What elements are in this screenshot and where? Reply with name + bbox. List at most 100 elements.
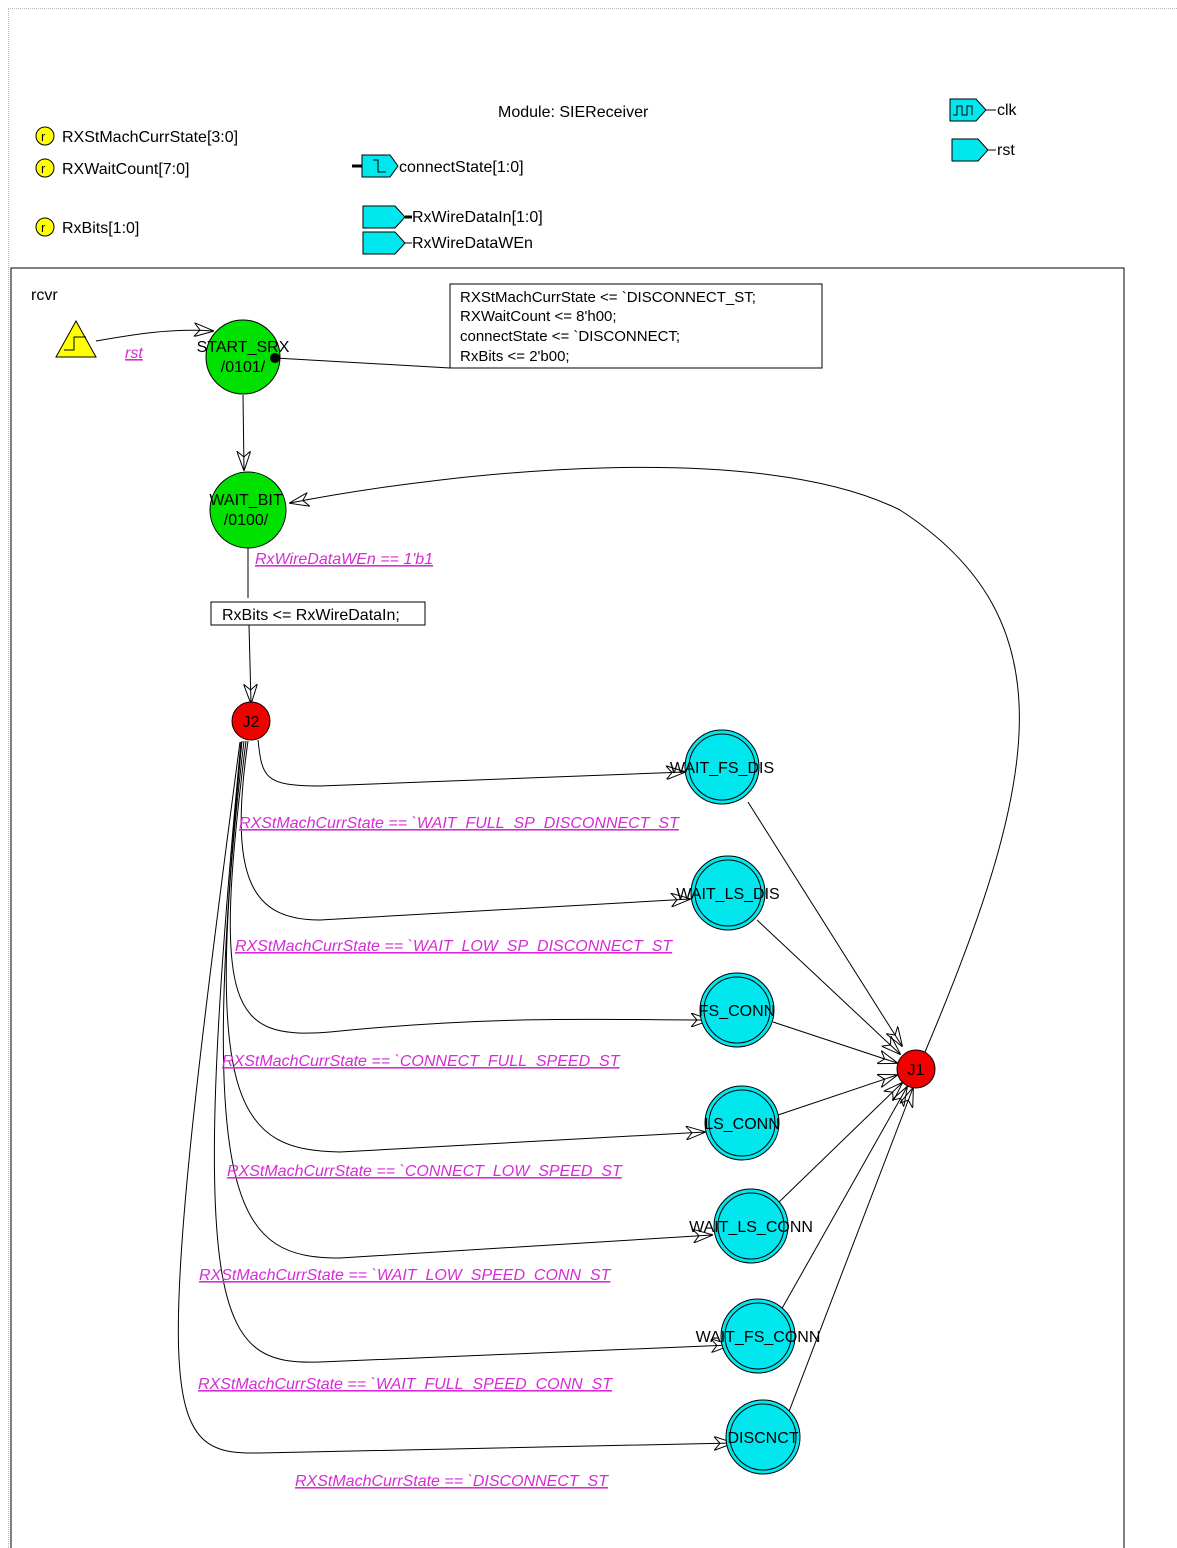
reset-trigger-icon xyxy=(55,319,97,358)
state-node-ring xyxy=(688,733,756,801)
state-node-ring xyxy=(717,1192,785,1260)
register-badge-label: r xyxy=(41,161,46,176)
port-label: connectState[1:0] xyxy=(399,159,524,176)
transition-condition: RXStMachCurrState == `DISCONNECT_ST xyxy=(295,1473,609,1490)
module-title: Module: SIEReceiver xyxy=(498,104,649,121)
register-2[interactable]: r RxBits[1:0] xyxy=(35,217,139,237)
state-node xyxy=(699,972,775,1048)
junction-j2[interactable]: J2 xyxy=(231,701,271,741)
port-label: clk xyxy=(997,102,1018,119)
edge-action-to-j2 xyxy=(249,624,251,703)
input-port-rxwiredatain[interactable]: RxWireDataIn[1:0] xyxy=(362,205,543,229)
junction-j1[interactable]: J1 xyxy=(896,1049,936,1089)
state-node-ring xyxy=(724,1302,792,1370)
state-name: WAIT_FS_CONN xyxy=(696,1329,821,1346)
transition-condition: RXStMachCurrState == `WAIT_LOW_SP_DISCON… xyxy=(235,938,673,955)
register-badge-icon xyxy=(35,126,55,146)
state-wait-ls-conn[interactable]: WAIT_LS_CONN xyxy=(689,1188,813,1264)
register-1[interactable]: r RXWaitCount[7:0] xyxy=(35,158,189,178)
transition-condition: RXStMachCurrState == `CONNECT_LOW_SPEED_… xyxy=(227,1163,623,1180)
state-node-ring xyxy=(729,1403,797,1471)
register-0[interactable]: r RXStMachCurrState[3:0] xyxy=(35,126,238,146)
state-node xyxy=(720,1298,796,1374)
state-node-ring xyxy=(694,859,762,927)
initial-state-node xyxy=(209,471,287,549)
state-wait-fs-conn[interactable]: WAIT_FS_CONN xyxy=(696,1298,821,1374)
port-label: RxWireDataIn[1:0] xyxy=(412,209,543,226)
state-wait-bit[interactable]: WAIT_BIT /0100/ xyxy=(209,471,287,549)
junction-node xyxy=(896,1049,936,1089)
initial-state-node xyxy=(205,319,281,395)
action-line: connectState <= `DISCONNECT; xyxy=(460,328,680,345)
state-name: WAIT_LS_CONN xyxy=(689,1219,813,1236)
reset-action-dot xyxy=(270,353,280,363)
state-ls-conn[interactable]: LS_CONN xyxy=(704,1085,780,1161)
edge-j2-to-wait-ls-conn xyxy=(222,740,712,1259)
action-line: RXStMachCurrState <= `DISCONNECT_ST; xyxy=(460,289,756,306)
register-badge-label: r xyxy=(41,129,46,144)
register-name: RxBits[1:0] xyxy=(62,220,139,237)
output-port-connectstate[interactable]: connectState[1:0] xyxy=(352,154,524,178)
edge-fs-conn-to-j1 xyxy=(772,1021,897,1063)
edge-wait-ls-conn-to-j1 xyxy=(777,1083,902,1204)
state-wait-ls-dis[interactable]: WAIT_LS_DIS xyxy=(676,855,780,931)
input-port-icon xyxy=(951,138,989,162)
input-port-rxwiredatawen[interactable]: RxWireDataWEn xyxy=(362,231,533,255)
fsm-frame xyxy=(10,267,1125,1548)
state-name: WAIT_FS_DIS xyxy=(670,760,774,777)
state-node xyxy=(704,1085,780,1161)
transition-condition: RxWireDataWEn == 1'b1 xyxy=(255,551,433,568)
state-node xyxy=(725,1399,801,1475)
register-badge-icon xyxy=(35,217,55,237)
reset-actions-box[interactable]: RXStMachCurrState <= `DISCONNECT_ST; RXW… xyxy=(449,283,823,369)
register-output-icon xyxy=(373,159,386,173)
edge-j2-to-wait-fs-conn xyxy=(213,741,730,1363)
edge-ls-conn-to-j1 xyxy=(777,1075,897,1116)
state-node-ring xyxy=(703,976,771,1044)
edge-j1-to-waitbit xyxy=(290,466,1020,1053)
junction-label: J2 xyxy=(243,714,260,731)
edge-j2-to-fs-conn xyxy=(229,740,710,1034)
state-name: FS_CONN xyxy=(699,1003,775,1020)
state-code: /0101/ xyxy=(221,359,266,376)
input-port-icon xyxy=(362,205,406,229)
state-node-ring xyxy=(708,1089,776,1157)
state-name: START_SRX xyxy=(197,339,290,356)
reset-trigger[interactable] xyxy=(55,319,97,358)
input-port-icon xyxy=(362,231,406,255)
action-line: RXWaitCount <= 8'h00; xyxy=(460,308,617,325)
action-box xyxy=(449,283,823,369)
junction-node xyxy=(231,701,271,741)
action-line: RxBits <= 2'b00; xyxy=(460,348,570,365)
clock-waveform-icon xyxy=(953,105,973,116)
register-name: RXStMachCurrState[3:0] xyxy=(62,129,238,146)
wait-bit-action-box[interactable]: RxBits <= RxWireDataIn; xyxy=(210,601,426,626)
edge-reset-to-start xyxy=(95,330,213,342)
state-name: WAIT_BIT xyxy=(209,492,282,509)
state-node xyxy=(713,1188,789,1264)
state-fs-conn[interactable]: FS_CONN xyxy=(699,972,775,1048)
edge-wait-ls-dis-to-j1 xyxy=(756,919,900,1054)
state-start-srx[interactable]: START_SRX /0101/ xyxy=(197,319,290,395)
edge-wait-fs-dis-to-j1 xyxy=(747,801,902,1046)
reset-port[interactable]: rst xyxy=(951,138,1015,162)
edges xyxy=(95,330,1020,1454)
transition-condition: RXStMachCurrState == `WAIT_FULL_SP_DISCO… xyxy=(239,815,680,832)
register-badge-label: r xyxy=(41,220,46,235)
edge-j2-to-discnct xyxy=(177,741,733,1454)
state-discnct[interactable]: DISCNCT xyxy=(725,1399,801,1475)
state-name: DISCNCT xyxy=(727,1430,798,1447)
state-code: /0100/ xyxy=(224,512,269,529)
action-box xyxy=(210,601,426,626)
transition-condition: RXStMachCurrState == `WAIT_LOW_SPEED_CON… xyxy=(199,1267,612,1284)
output-port-icon xyxy=(361,154,399,178)
edge-j2-to-wait-fs-dis xyxy=(257,739,685,787)
register-name: RXWaitCount[7:0] xyxy=(62,161,189,178)
state-wait-fs-dis[interactable]: WAIT_FS_DIS xyxy=(670,729,774,805)
edge-start-to-waitbit xyxy=(243,394,244,470)
clock-icon xyxy=(949,98,987,122)
port-label: rst xyxy=(997,142,1015,159)
state-name: LS_CONN xyxy=(704,1116,780,1133)
clock-port[interactable]: clk xyxy=(949,98,1018,122)
